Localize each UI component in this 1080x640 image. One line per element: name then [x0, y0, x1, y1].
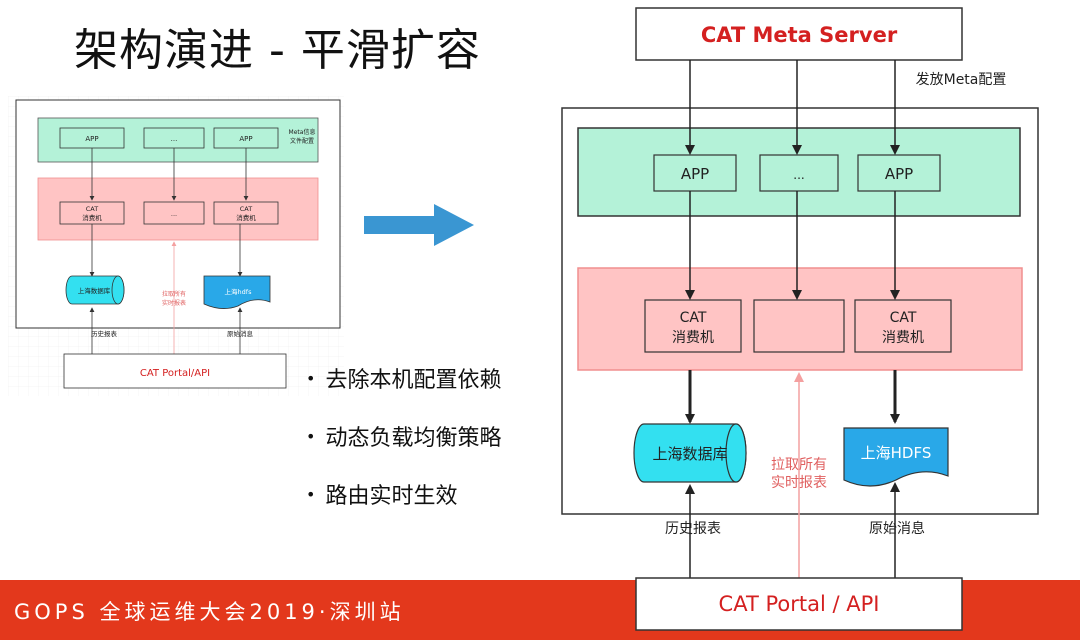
left-app-label-1: APP	[85, 135, 98, 143]
portal-label: CAT Portal / API	[719, 592, 880, 616]
left-consumer-label-3b: 消费机	[236, 213, 256, 222]
right-app-label-1: APP	[681, 165, 709, 183]
left-app-label-3: APP	[239, 135, 252, 143]
right-consumer-box-2	[753, 299, 845, 353]
bullet-text: 去除本机配置依赖	[325, 368, 502, 393]
dispatch-label: 发放Meta配置	[916, 72, 1007, 88]
left-meta-label-1: Meta信息	[289, 128, 316, 136]
left-db-cylinder-end	[111, 275, 125, 305]
right-consumer-label-3a: CAT	[890, 310, 917, 326]
left-consumer-box-2	[143, 201, 205, 225]
right-consumer-box-3	[854, 299, 952, 353]
bullet-item: • 路由实时生效	[306, 480, 566, 538]
left-architecture-diagram: APP ... APP Meta信息 文件配置 CAT 消费机 ... CAT …	[8, 96, 344, 396]
right-db-cylinder-end	[725, 423, 747, 483]
left-consumer-box-3	[213, 201, 279, 225]
left-db-label: 上海数据库	[78, 286, 111, 295]
left-portal-box	[63, 353, 287, 389]
transition-arrow-shape	[364, 204, 474, 246]
left-pull-label-1: 拉取所有	[162, 290, 186, 298]
slide-title: 架构演进 - 平滑扩容	[74, 25, 481, 76]
bullet-dot-icon: •	[306, 427, 316, 446]
left-app-label-2: ...	[171, 135, 178, 143]
left-consumer-label-3a: CAT	[240, 205, 252, 213]
right-app-box-3	[857, 154, 941, 192]
bullet-list: • 去除本机配置依赖 • 动态负载均衡策略 • 路由实时生效	[306, 364, 566, 538]
meta-server-box	[635, 7, 963, 61]
left-raw-label: 原始消息	[227, 329, 254, 338]
portal-box	[635, 577, 963, 631]
history-label: 历史报表	[665, 521, 721, 537]
right-architecture-diagram: CAT Meta Server 发放Meta配置 APP ... APP CAT…	[561, 7, 1039, 631]
transition-arrow	[364, 204, 474, 246]
right-consumer-label-3b: 消费机	[882, 330, 924, 346]
left-hdfs-shape	[203, 275, 271, 309]
bullet-item: • 去除本机配置依赖	[306, 364, 566, 422]
right-hdfs-shape	[843, 427, 949, 487]
bullet-dot-icon: •	[306, 485, 316, 504]
bullet-text: 动态负载均衡策略	[325, 426, 502, 451]
bullet-item: • 动态负载均衡策略	[306, 422, 566, 480]
right-app-box-2	[759, 154, 839, 192]
left-meta-label-2: 文件配置	[290, 137, 314, 145]
pull-label-1: 拉取所有	[771, 457, 827, 473]
right-db-label: 上海数据库	[652, 445, 727, 463]
left-pull-label-2: 实时报表	[162, 299, 186, 307]
left-portal-label: CAT Portal/API	[140, 368, 210, 379]
right-hdfs-label: 上海HDFS	[861, 444, 932, 462]
bullet-text: 路由实时生效	[325, 484, 458, 509]
raw-label: 原始消息	[869, 520, 925, 537]
right-consumer-label-1b: 消费机	[672, 330, 714, 346]
right-consumer-box-1	[644, 299, 742, 353]
right-app-box-1	[653, 154, 737, 192]
right-app-label-3: APP	[885, 165, 913, 183]
left-hdfs-label: 上海hdfs	[225, 287, 253, 296]
meta-server-label: CAT Meta Server	[701, 23, 898, 47]
bullet-dot-icon: •	[306, 369, 316, 388]
right-consumer-label-1a: CAT	[680, 310, 707, 326]
right-app-label-2: ...	[793, 168, 804, 182]
left-history-label: 历史报表	[91, 329, 118, 338]
left-consumer-label-1a: CAT	[86, 205, 98, 213]
footer-text: GOPS 全球运维大会2019·深圳站	[14, 600, 405, 624]
pull-label-2: 实时报表	[771, 475, 827, 491]
left-consumer-label-2: ...	[171, 210, 177, 218]
left-consumer-label-1b: 消费机	[82, 213, 102, 222]
